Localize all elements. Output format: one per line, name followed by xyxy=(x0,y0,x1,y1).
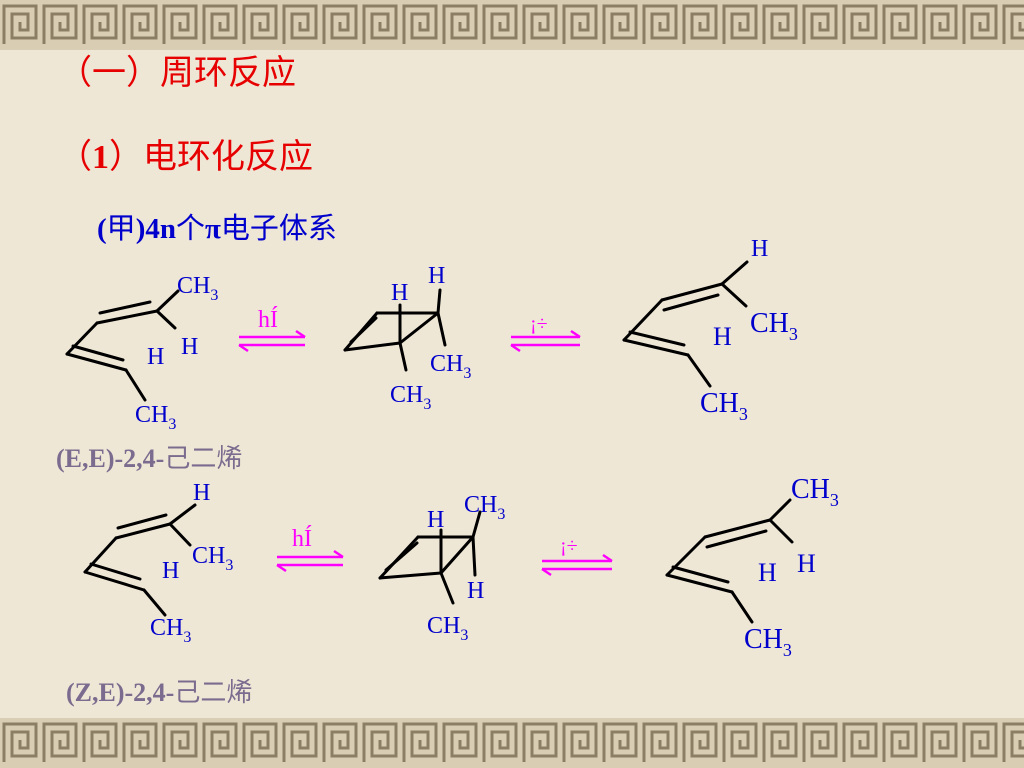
h-label: H xyxy=(193,480,210,506)
ch3-label: CH3 xyxy=(135,402,176,433)
ch3-label: CH3 xyxy=(791,474,839,510)
system-pi: π xyxy=(205,213,221,245)
compound-name-ze: (Z,E)-2,4-己二烯 xyxy=(66,672,252,709)
product-2-bonds xyxy=(665,498,794,624)
subsection-number: 1 xyxy=(92,139,109,176)
ch3-label: CH3 xyxy=(700,388,748,424)
h-label: H xyxy=(427,507,444,533)
h-label: H xyxy=(758,558,777,587)
arrow-label-heat-2: ¡÷ xyxy=(560,535,578,557)
h-label: H xyxy=(797,549,816,578)
equilibrium-arrow-3 xyxy=(276,549,344,573)
h-label: H xyxy=(751,236,768,262)
arrow-label-light-1: hÍ xyxy=(258,307,278,333)
product-1-bonds xyxy=(622,260,749,388)
system-cjk2: 个 xyxy=(175,211,205,245)
h-label: H xyxy=(713,322,732,351)
ch3-label: CH3 xyxy=(427,613,468,644)
compound-name-ee: (E,E)-2,4-己二烯 xyxy=(56,438,242,475)
bicyclobutene-1-bonds xyxy=(343,288,447,372)
bicyclobutene-2-bonds xyxy=(378,510,482,605)
decorative-border-top xyxy=(0,0,1024,50)
ch3-label: CH3 xyxy=(150,615,191,646)
arrow-label-light-2: hÍ xyxy=(292,526,312,552)
decorative-border-bottom xyxy=(0,718,1024,768)
compound-name-ee-cjk: 己二烯 xyxy=(164,444,243,474)
system-cjk3: 电子体系 xyxy=(220,211,337,245)
ch3-label: CH3 xyxy=(744,624,792,660)
system-prefix: ( xyxy=(97,213,107,245)
equilibrium-arrow-2 xyxy=(510,329,581,353)
h-label: H xyxy=(428,263,445,289)
ee-hexadiene-bonds xyxy=(65,289,180,402)
h-label: H xyxy=(391,280,408,306)
system-mid: )4n xyxy=(135,213,176,245)
ch3-label: CH3 xyxy=(750,308,798,344)
arrow-label-heat-1: ¡÷ xyxy=(530,313,548,335)
subsection-title: （1）电环化反应 xyxy=(58,129,313,178)
equilibrium-arrow-4 xyxy=(541,553,613,577)
system-cjk1: 甲 xyxy=(106,211,136,245)
ch3-label: CH3 xyxy=(464,492,505,523)
h-label: H xyxy=(181,334,198,360)
compound-name-ze-prefix: (Z,E)-2,4- xyxy=(66,678,175,707)
ze-hexadiene-bonds xyxy=(83,503,197,617)
ch3-label: CH3 xyxy=(390,382,431,413)
compound-name-ee-prefix: (E,E)-2,4- xyxy=(56,444,165,473)
h-label: H xyxy=(147,344,164,370)
equilibrium-arrow-1 xyxy=(238,329,306,353)
subsection-prefix: （ xyxy=(58,137,92,177)
h-label: H xyxy=(162,558,179,584)
ch3-label: CH3 xyxy=(177,273,218,304)
system-title: (甲)4n个π电子体系 xyxy=(97,205,337,247)
ch3-label: CH3 xyxy=(192,543,233,574)
ch3-label: CH3 xyxy=(430,351,471,382)
subsection-suffix: ）电环化反应 xyxy=(109,137,313,177)
compound-name-ze-cjk: 己二烯 xyxy=(174,678,253,708)
section-title: （一）周环反应 xyxy=(58,53,296,93)
h-label: H xyxy=(467,578,484,604)
